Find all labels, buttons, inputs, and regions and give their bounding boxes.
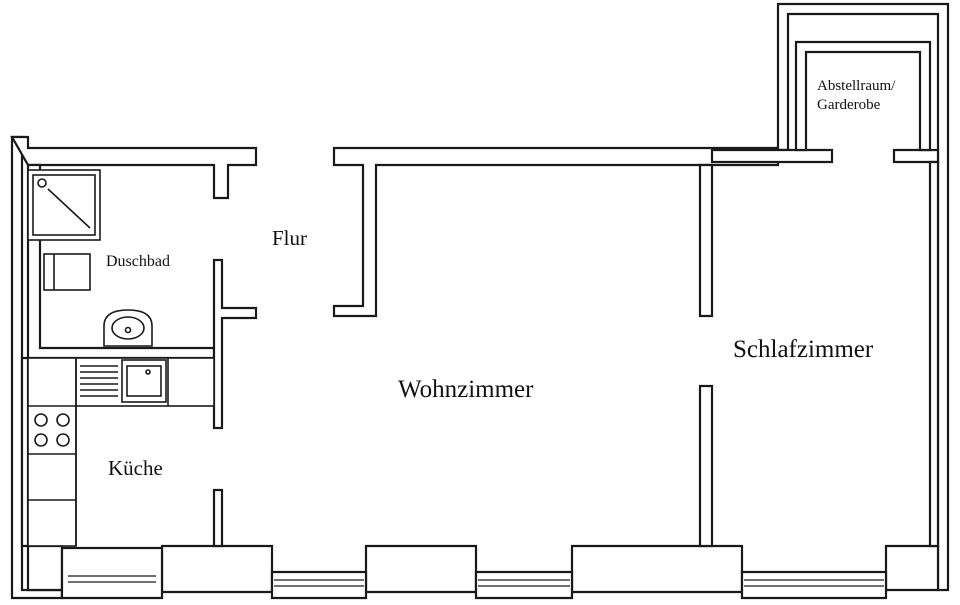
label-abstellraum-line2: Garderobe <box>817 97 881 113</box>
wall-bottom-left <box>26 544 64 598</box>
wall-kitchen-left <box>20 356 30 548</box>
window-bedroom <box>740 570 888 600</box>
wall-bath-flur <box>212 258 258 430</box>
stove <box>34 413 70 447</box>
label-duschbad: Duschbad <box>106 253 170 270</box>
window-living-left <box>270 570 368 600</box>
label-kueche: Küche <box>108 456 163 480</box>
label-abstellraum: Abstellraum/ Garderobe <box>817 77 895 115</box>
window-kitchen <box>60 546 164 600</box>
wall-bottom-kitchen <box>160 544 274 594</box>
wall-bottom-mid2 <box>570 544 744 594</box>
sink-drainboard <box>80 365 118 397</box>
wall-bedroom-top <box>710 148 834 164</box>
label-abstellraum-line1: Abstellraum/ <box>817 78 896 94</box>
wall-bottom-right <box>884 544 940 592</box>
shower-tray <box>27 169 101 241</box>
label-schlafzimmer: Schlafzimmer <box>733 336 874 363</box>
wall-bedroom-top-right <box>892 148 940 164</box>
toilet <box>43 253 91 291</box>
label-wohnzimmer: Wohnzimmer <box>398 376 534 403</box>
wall-kitchen-lower <box>212 488 224 548</box>
window-living-right <box>474 570 574 600</box>
washbasin <box>103 309 153 347</box>
wall-living-bedroom-upper <box>698 163 714 318</box>
wall-bottom-mid <box>364 544 478 594</box>
wall-living-bedroom-lower <box>698 384 714 548</box>
sink <box>121 359 167 403</box>
wall-top-bath <box>10 135 258 200</box>
label-flur: Flur <box>272 226 308 250</box>
kitchen-counter <box>27 357 215 547</box>
wall-bedroom-right <box>928 160 940 548</box>
wall-storage-inner <box>794 40 932 152</box>
